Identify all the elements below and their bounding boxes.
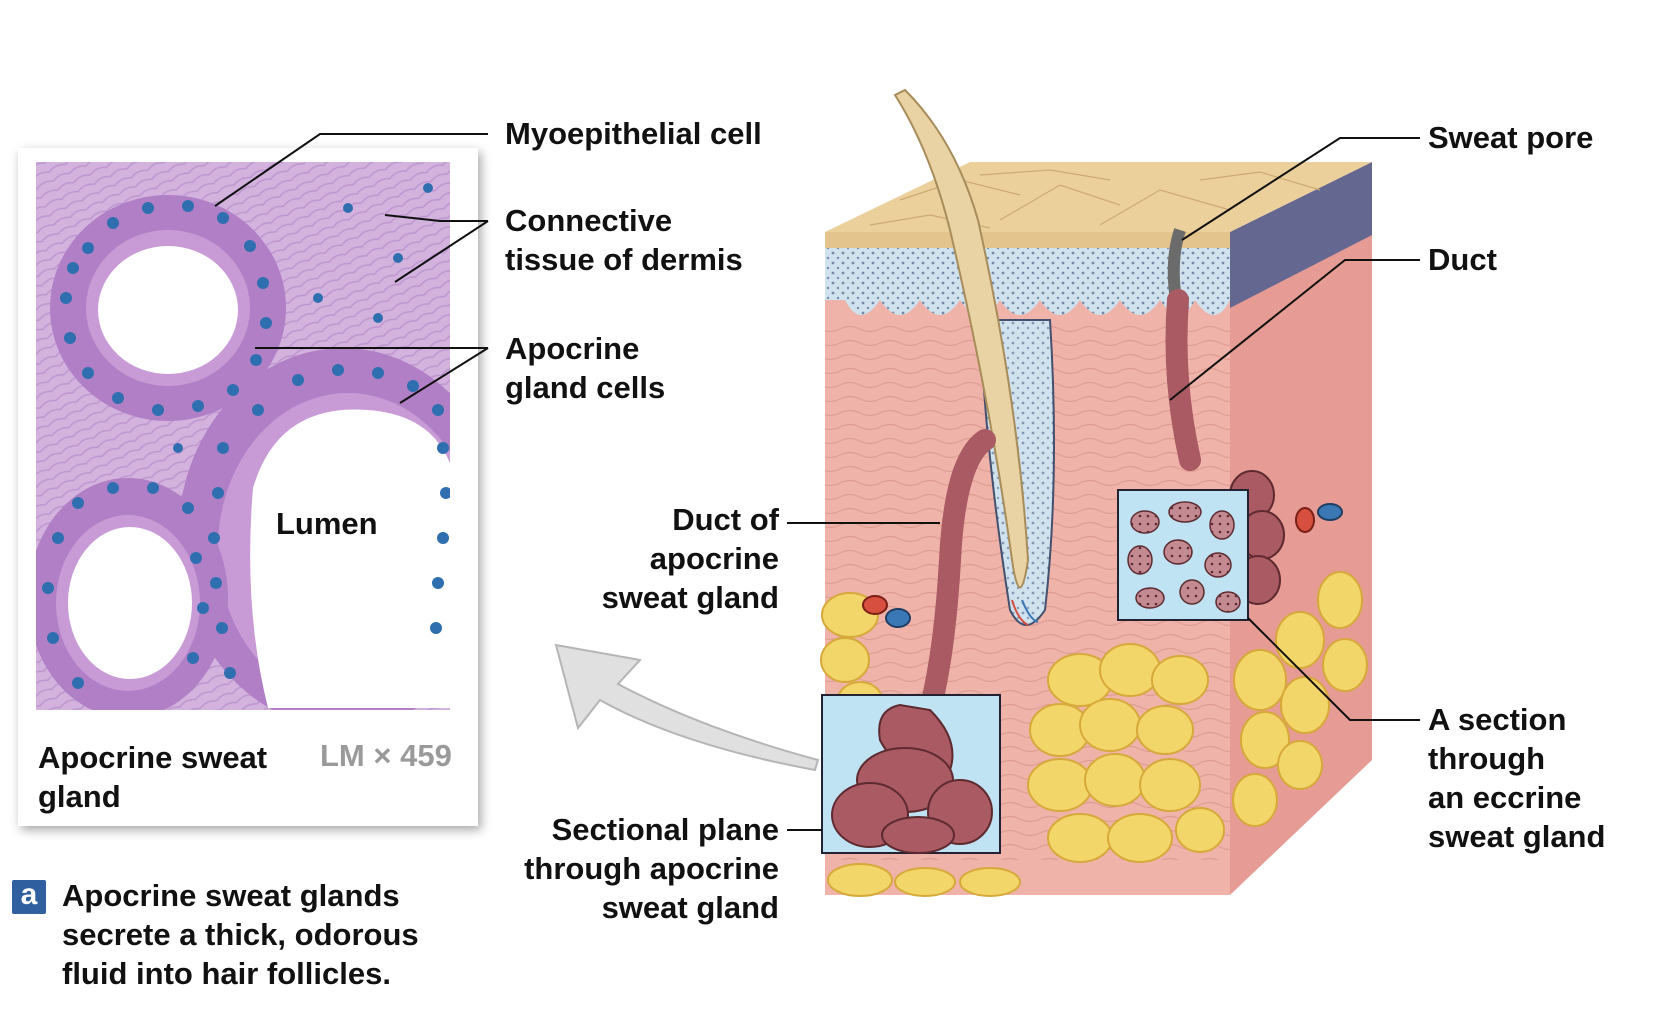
label-line: through apocrine [524, 851, 779, 886]
sweat-pore-label: Sweat pore [1428, 118, 1593, 157]
leader-lines [214, 133, 1420, 831]
label-line: Sectional plane [551, 812, 779, 847]
duct-label: Duct [1428, 240, 1497, 279]
caption-line: Apocrine sweat [38, 740, 268, 775]
duct-of-apocrine-label: Duct of apocrine sweat gland [602, 500, 779, 617]
label-line: Duct of [672, 502, 779, 537]
label-line: Sweat pore [1428, 120, 1594, 155]
label-line: Apocrine [505, 331, 640, 366]
label-line: through [1428, 741, 1546, 776]
label-line: Duct [1428, 242, 1497, 277]
label-line: sweat gland [1428, 819, 1606, 854]
label-line: Myoepithelial cell [505, 116, 762, 151]
label-line: tissue of dermis [505, 242, 743, 277]
panel-caption: Apocrine sweat glands secrete a thick, o… [62, 876, 419, 993]
label-line: fluid into hair follicles. [62, 956, 391, 991]
label-line: sweat gland [601, 890, 779, 925]
hair-shaft [893, 88, 1030, 589]
lumen-label: Lumen [276, 506, 378, 541]
label-line: secrete a thick, odorous [62, 917, 419, 952]
panel-letter-badge: a [12, 880, 46, 914]
pointer-arrow [554, 643, 820, 772]
label-line: gland cells [505, 370, 666, 405]
label-line: Connective [505, 203, 673, 238]
label-line: apocrine [649, 541, 779, 576]
label-line: Apocrine sweat glands [62, 878, 400, 913]
magnification-label: LM × 459 [320, 738, 452, 773]
myoepithelial-cell-label: Myoepithelial cell [505, 114, 762, 153]
micrograph-caption: Apocrine sweat gland [38, 738, 267, 816]
label-line: A section [1428, 702, 1567, 737]
label-line: an eccrine [1428, 780, 1582, 815]
caption-line: gland [38, 779, 121, 814]
micrograph-image [36, 162, 450, 710]
apocrine-gland-cells-label: Apocrine gland cells [505, 329, 665, 407]
micrograph-card: Lumen Apocrine sweat gland LM × 459 [18, 148, 478, 826]
apocrine-duct [919, 429, 996, 721]
eccrine-duct [1165, 289, 1201, 471]
connective-tissue-label: Connective tissue of dermis [505, 201, 743, 279]
fat-lobules [820, 571, 1368, 897]
eccrine-section-label: A section through an eccrine sweat gland [1428, 700, 1605, 856]
label-line: sweat gland [601, 580, 779, 615]
sectional-plane-label: Sectional plane through apocrine sweat g… [524, 810, 779, 927]
